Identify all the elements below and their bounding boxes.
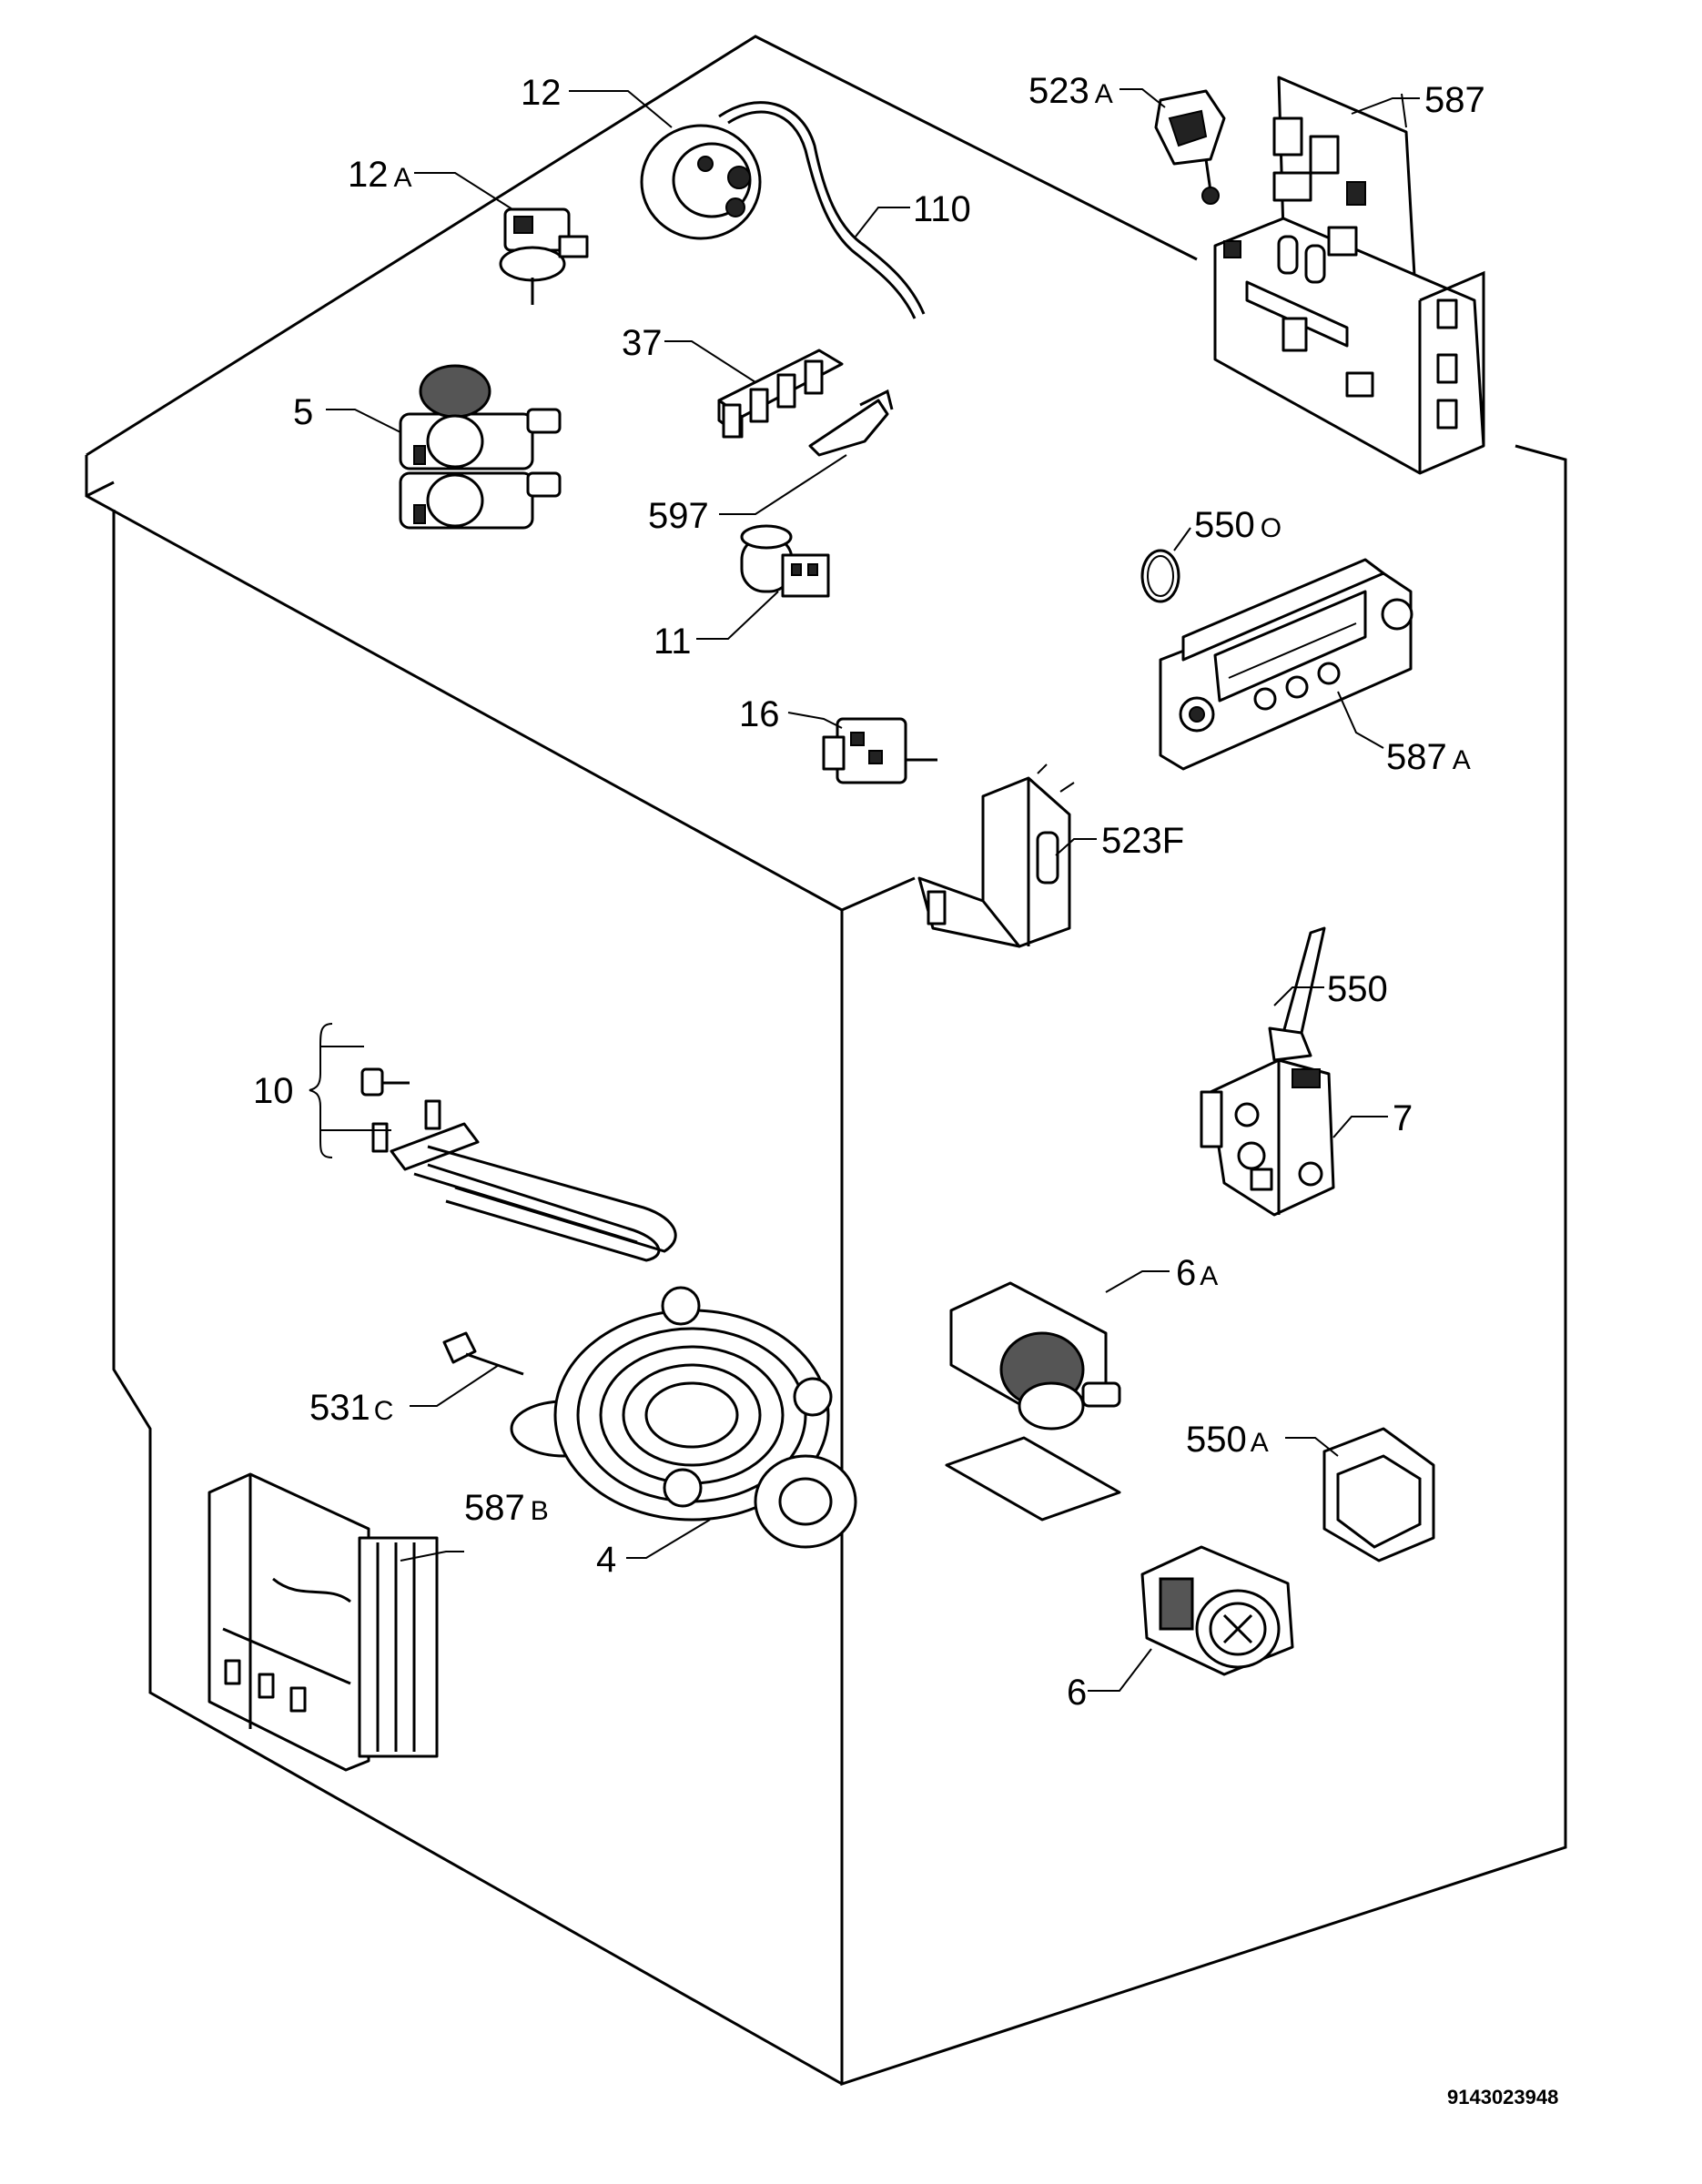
leader-lines xyxy=(309,88,1420,1692)
label-12: 12 xyxy=(521,73,562,113)
label-10: 10 xyxy=(253,1071,294,1111)
label-110: 110 xyxy=(913,189,971,229)
part-6a-pump xyxy=(945,1281,1121,1522)
label-597: 597 xyxy=(648,496,709,536)
label-16: 16 xyxy=(739,694,780,734)
part-587b-control-board xyxy=(208,1472,439,1772)
label-587: 587 xyxy=(1424,80,1485,120)
part-587-electronic-board xyxy=(1213,76,1485,475)
part-550a-cover xyxy=(1322,1427,1435,1562)
label-4: 4 xyxy=(596,1540,616,1580)
document-number: 9143023948 xyxy=(1447,2086,1558,2108)
cabinet-outline xyxy=(85,35,1567,2087)
part-550o-ring xyxy=(1140,549,1180,603)
part-6-pump xyxy=(1140,1545,1294,1676)
part-523f-door-lock xyxy=(917,763,1075,948)
label-550: 550 xyxy=(1327,969,1388,1009)
part-597-clip xyxy=(808,389,894,457)
part-550-lever xyxy=(1268,926,1326,1062)
label-6: 6 xyxy=(1067,1673,1087,1713)
part-5-inlet-valve xyxy=(399,364,562,530)
part-531c-screw xyxy=(442,1331,524,1376)
part-12-pressure-switch xyxy=(640,101,926,319)
label-5: 5 xyxy=(293,392,313,432)
part-523a-connector xyxy=(1154,89,1226,205)
label-7: 7 xyxy=(1393,1098,1413,1138)
label-37: 37 xyxy=(622,323,663,363)
label-11: 11 xyxy=(653,622,692,662)
label-523f: 523F xyxy=(1101,821,1184,861)
part-587a-control-panel xyxy=(1159,558,1413,771)
part-7-timer xyxy=(1200,1058,1335,1217)
part-4-drain-motor xyxy=(510,1286,857,1549)
part-16-switch xyxy=(822,717,937,784)
part-12a-sensor xyxy=(499,207,589,305)
part-11-capacitor xyxy=(740,524,830,598)
part-37-terminal-block xyxy=(717,349,844,439)
part-10-heating-element xyxy=(360,1067,677,1262)
